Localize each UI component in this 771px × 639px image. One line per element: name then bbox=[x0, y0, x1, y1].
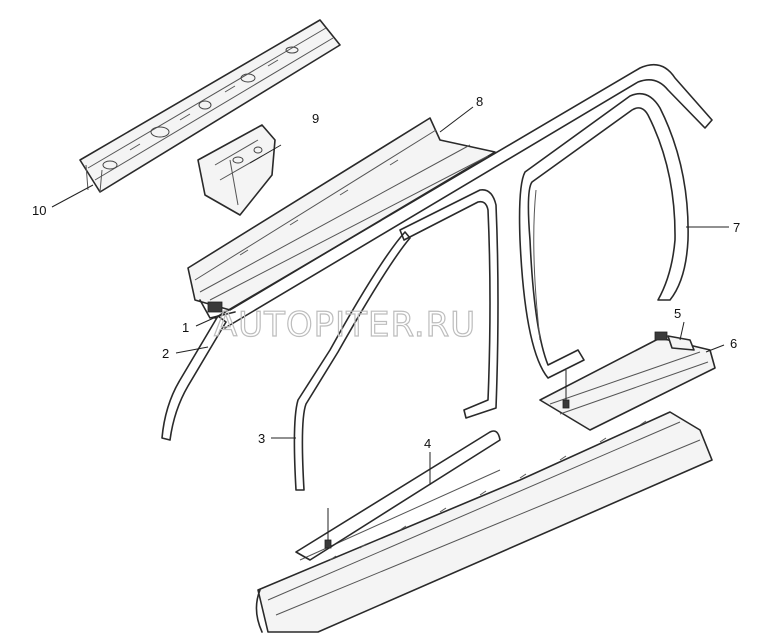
watermark: AUTOPITER.RU bbox=[214, 305, 476, 345]
front-door-seal bbox=[399, 188, 499, 419]
callout-1: 1 bbox=[182, 320, 189, 335]
callout-10: 10 bbox=[32, 203, 46, 218]
callout-5: 5 bbox=[674, 306, 681, 321]
callout-2: 2 bbox=[162, 346, 169, 361]
part-3-pillar-seal bbox=[293, 231, 411, 491]
callout-labels: 10 9 8 1 2 3 4 5 6 7 bbox=[32, 94, 740, 451]
part-2-a-pillar-seal bbox=[161, 315, 227, 441]
part-8-roof-side-rail bbox=[187, 117, 496, 319]
screw-right bbox=[562, 370, 570, 409]
part-10-roof-rail bbox=[79, 19, 341, 193]
part-7-rear-door-seal bbox=[518, 92, 689, 379]
part-5-clip bbox=[667, 335, 695, 351]
callout-4: 4 bbox=[424, 436, 431, 451]
callout-3: 3 bbox=[258, 431, 265, 446]
part-9-bracket bbox=[197, 124, 276, 216]
callout-7: 7 bbox=[733, 220, 740, 235]
callout-6: 6 bbox=[730, 336, 737, 351]
screw-left bbox=[324, 508, 332, 549]
leader-lines bbox=[51, 106, 729, 485]
part-6-sill-extension bbox=[539, 331, 716, 431]
outer-frame-strip bbox=[214, 63, 713, 329]
part-4-sill-panel bbox=[255, 411, 713, 633]
callout-8: 8 bbox=[476, 94, 483, 109]
callout-9: 9 bbox=[312, 111, 319, 126]
